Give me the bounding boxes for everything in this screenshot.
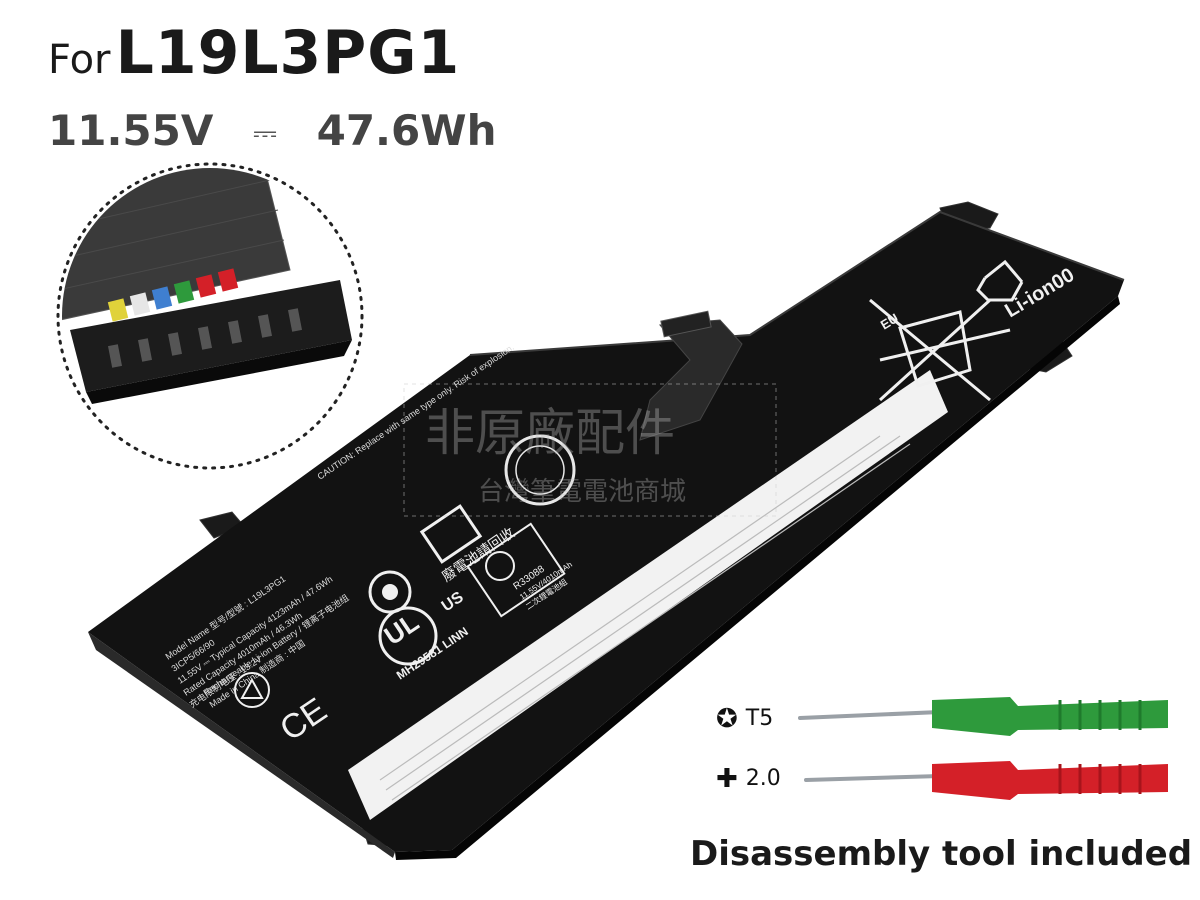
watermark: 非原廠配件 台灣筆電電池商城 xyxy=(425,404,686,507)
wire-tips xyxy=(107,268,239,322)
battery-specs: 11.55V ⎓ 47.6Wh xyxy=(48,106,496,155)
screwdriver-phillips xyxy=(804,761,1168,800)
recycle-icon xyxy=(976,259,1024,302)
model-number: L19L3PG1 xyxy=(115,18,461,88)
tagline: Disassembly tool included xyxy=(690,834,1193,874)
battery-pack: Li-ion00 EU Model Name 型号/型號 : L19L3PG1 … xyxy=(88,201,1125,860)
tool-size: 2.0 xyxy=(745,766,781,791)
tool-label-2-0: ✚ 2.0 xyxy=(716,764,781,794)
recycle-badge-icon xyxy=(368,570,412,614)
svg-text:非原廠配件: 非原廠配件 xyxy=(425,404,675,462)
phillips-icon: ✚ xyxy=(716,764,738,794)
svg-text:台灣筆電電池商城: 台灣筆電電池商城 xyxy=(478,477,686,507)
weee-bin-icon xyxy=(869,298,1011,402)
recycle-seal-icon xyxy=(504,434,576,506)
cn-recycle-icon xyxy=(419,504,483,564)
screwdriver-torx xyxy=(798,697,1168,736)
product-headline: For L19L3PG1 xyxy=(48,18,460,88)
voltage-value: 11.55V xyxy=(48,106,214,155)
tool-size: T5 xyxy=(745,706,774,731)
headline-prefix: For xyxy=(48,37,111,83)
triangle-mark-icon xyxy=(234,672,270,708)
dc-symbol-icon: ⎓ xyxy=(253,116,277,151)
tool-label-t5: ✪ T5 xyxy=(716,704,773,734)
torx-icon: ✪ xyxy=(716,704,738,734)
capacity-value: 47.6Wh xyxy=(316,106,497,155)
connector-zoom xyxy=(56,162,364,470)
